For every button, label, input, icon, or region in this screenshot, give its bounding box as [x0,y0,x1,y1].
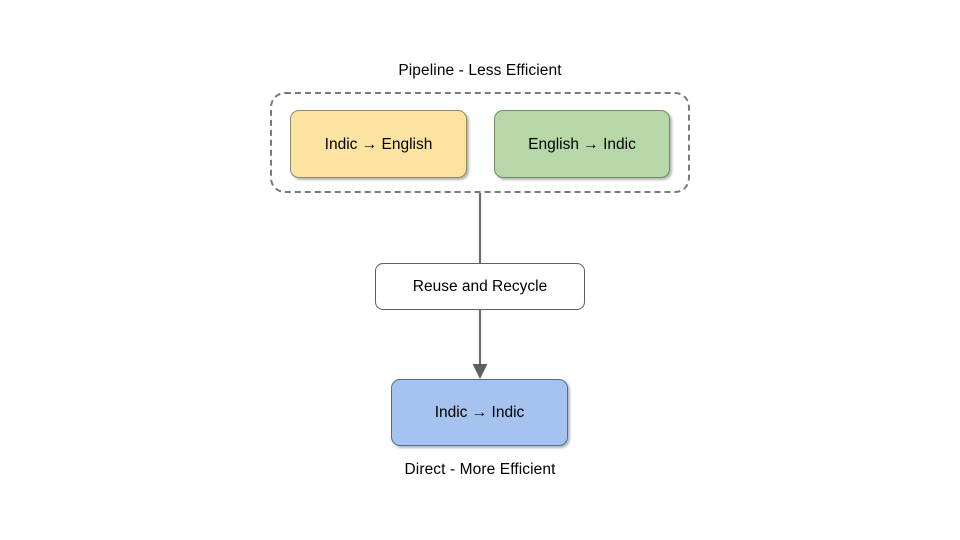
arrowhead-icon [472,364,488,379]
node-indic-to-english[interactable]: Indic → English [290,110,467,178]
pipeline-group-container [270,92,690,193]
node-indic-to-english-label: Indic → English [324,135,433,153]
node-english-to-indic[interactable]: English → Indic [494,110,670,178]
node-reuse-and-recycle[interactable]: Reuse and Recycle [375,263,585,310]
node-reuse-and-recycle-label: Reuse and Recycle [412,278,548,295]
node-indic-to-indic-label: Indic → Indic [434,404,525,421]
node-english-to-indic-label: English → Indic [528,135,636,153]
node-indic-to-indic[interactable]: Indic → Indic [391,379,568,446]
direct-caption: Direct - More Efficient [404,461,556,478]
pipeline-caption: Pipeline - Less Efficient [398,62,562,79]
